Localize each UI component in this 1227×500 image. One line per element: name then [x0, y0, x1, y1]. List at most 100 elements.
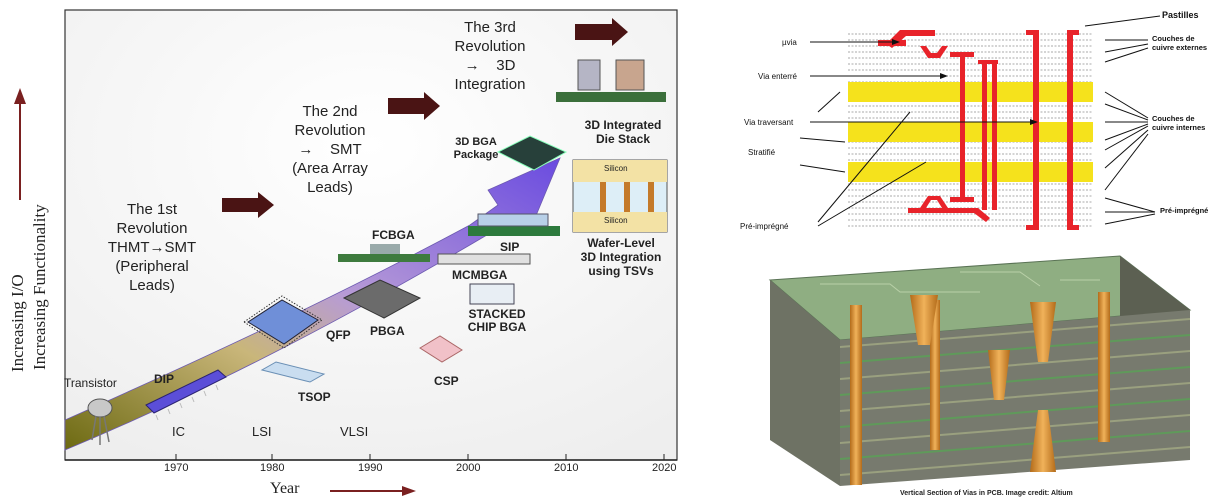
yellow-layer-1 [848, 82, 1093, 102]
label-stratifie: Stratifié [748, 148, 776, 157]
revolution-1-line: The 1st [126, 201, 178, 218]
revolution-3-line: Revolution [454, 38, 526, 55]
year-tick-2010: 2010 [554, 462, 579, 474]
label-silicon-top: Silicon [604, 164, 628, 173]
label-pre-impregne-right: Pré-imprégné [1160, 206, 1209, 215]
y-axis-label-functionality: Increasing Functionality [30, 204, 49, 370]
pcb-via-cross-section: µvia Via enterré Via traversant Stratifi… [730, 0, 1227, 240]
pbga-illustration [342, 279, 422, 319]
revolution-1-line: THMT→SMT [107, 239, 197, 256]
label-cuivre-int-line: cuivre internes [1152, 123, 1206, 132]
board-left-face [770, 280, 840, 486]
pcb-3d-section-graphic [768, 255, 1192, 486]
label-pastilles: Pastilles [1162, 10, 1199, 20]
revolution-2-line: (Area Array [292, 160, 368, 177]
callout-lines [799, 15, 1161, 227]
label-die-stack-line: Die Stack [595, 132, 651, 146]
sip-illustration [468, 213, 560, 236]
label-cuivre-int-line: Couches de [1152, 114, 1195, 123]
year-tick-2020: 2020 [652, 462, 677, 474]
label-tsop: TSOP [298, 390, 331, 404]
packaging-evolution-figure: Increasing I/O Increasing Functionality … [8, 9, 678, 497]
label-die-stack: 3D Integrated Die Stack [568, 118, 678, 146]
y-axis-label-io: Increasing I/O [8, 274, 27, 372]
mcmbga-illustration [437, 253, 531, 265]
year-tick-1980: 1980 [260, 462, 285, 474]
label-3d-bga-line: Package [453, 149, 499, 161]
yellow-layer-3 [848, 162, 1093, 182]
revolution-2-text: The 2nd Revolution → SMT (Area Array Lea… [280, 102, 380, 197]
label-wafer-level: Wafer-Level 3D Integration using TSVs [566, 236, 676, 278]
label-pre-impregne-left: Pré-imprégné [740, 222, 789, 231]
label-3d-bga: 3D BGA Package [446, 136, 506, 162]
revolution-arrow-2 [388, 92, 440, 120]
surface-traces [820, 271, 1100, 293]
era-ic: IC [172, 424, 185, 439]
x-axis-arrowhead [402, 486, 416, 496]
label-qfp: QFP [326, 328, 351, 342]
qfp-illustration [243, 295, 323, 349]
revolution-2-line: The 2nd [302, 103, 358, 120]
tsop-illustration [260, 361, 326, 383]
label-wafer-line: using TSVs [588, 264, 654, 278]
revolution-2-line: → SMT [298, 141, 362, 158]
label-silicon-bottom: Silicon [604, 216, 628, 225]
revolution-2-line: Revolution [294, 122, 366, 139]
revolution-3-line: Integration [454, 76, 526, 93]
revolution-1-line: Leads) [129, 277, 175, 294]
label-die-stack-line: 3D Integrated [584, 118, 662, 132]
fcbga-illustration [338, 244, 430, 262]
revolution-1-text: The 1st Revolution THMT→SMT (Peripheral … [92, 200, 212, 295]
label-cuivre-internes: Couches de cuivre internes [1152, 114, 1205, 132]
era-lsi: LSI [252, 424, 272, 439]
revolution-1-line: (Peripheral [115, 258, 189, 275]
arrowheads [892, 39, 1038, 125]
stacked-bga-illustration [469, 283, 515, 305]
revolution-1-line: Revolution [116, 220, 188, 237]
era-vlsi: VLSI [340, 424, 369, 439]
label-dip: DIP [154, 372, 175, 386]
label-pbga: PBGA [370, 324, 405, 338]
year-tick-1990: 1990 [358, 462, 383, 474]
packaging-evolution-graphic [14, 9, 678, 496]
label-csp: CSP [434, 374, 459, 388]
pcb-3d-section: Vertical Section of Vias in PCB. Image c… [760, 250, 1200, 500]
label-mcmbga: MCMBGA [452, 268, 508, 282]
x-axis-label: Year [270, 480, 300, 497]
revolution-arrow-1 [222, 192, 274, 218]
die-stack-illustration [556, 59, 666, 102]
label-via-enterre: Via enterré [758, 72, 797, 81]
label-transistor: Transistor [64, 376, 117, 390]
revolution-3-line: The 3rd [464, 19, 516, 36]
year-tick-2000: 2000 [456, 462, 481, 474]
copper-vias [850, 292, 1110, 485]
year-tick-1970: 1970 [164, 462, 189, 474]
label-cuivre-externes: Couches de cuivre externes [1152, 34, 1207, 52]
board-layer-stripe [840, 446, 1190, 476]
label-sip: SIP [500, 240, 520, 254]
label-wafer-line: Wafer-Level [587, 236, 655, 250]
revolution-arrow-3 [575, 18, 628, 46]
revolution-3-text: The 3rd Revolution → 3D Integration [440, 18, 540, 94]
dip-illustration [145, 369, 227, 421]
bga3d-illustration [496, 135, 568, 171]
yellow-layer-2 [848, 122, 1093, 142]
label-cuivre-ext-line: cuivre externes [1152, 43, 1208, 52]
label-via-traversant: Via traversant [744, 118, 794, 127]
label-3d-bga-line: 3D BGA [455, 136, 497, 148]
wafer-level-illustration [572, 159, 668, 233]
label-stacked-line: STACKED [468, 307, 526, 321]
csp-illustration [419, 335, 463, 363]
revolution-2-line: Leads) [307, 179, 353, 196]
revolution-3-line: → 3D [464, 57, 516, 74]
transistor-illustration [87, 398, 113, 445]
label-stacked-line: CHIP BGA [467, 320, 527, 334]
figure-caption: Vertical Section of Vias in PCB. Image c… [900, 490, 1073, 497]
via-cross-section-graphic [799, 15, 1161, 230]
y-axis-arrowhead [14, 88, 26, 104]
label-uvia: µvia [782, 38, 797, 47]
label-wafer-line: 3D Integration [580, 250, 662, 264]
label-stacked-chip-bga: STACKED CHIP BGA [466, 308, 528, 334]
label-cuivre-ext-line: Couches de [1152, 34, 1195, 43]
label-fcbga: FCBGA [372, 228, 415, 242]
